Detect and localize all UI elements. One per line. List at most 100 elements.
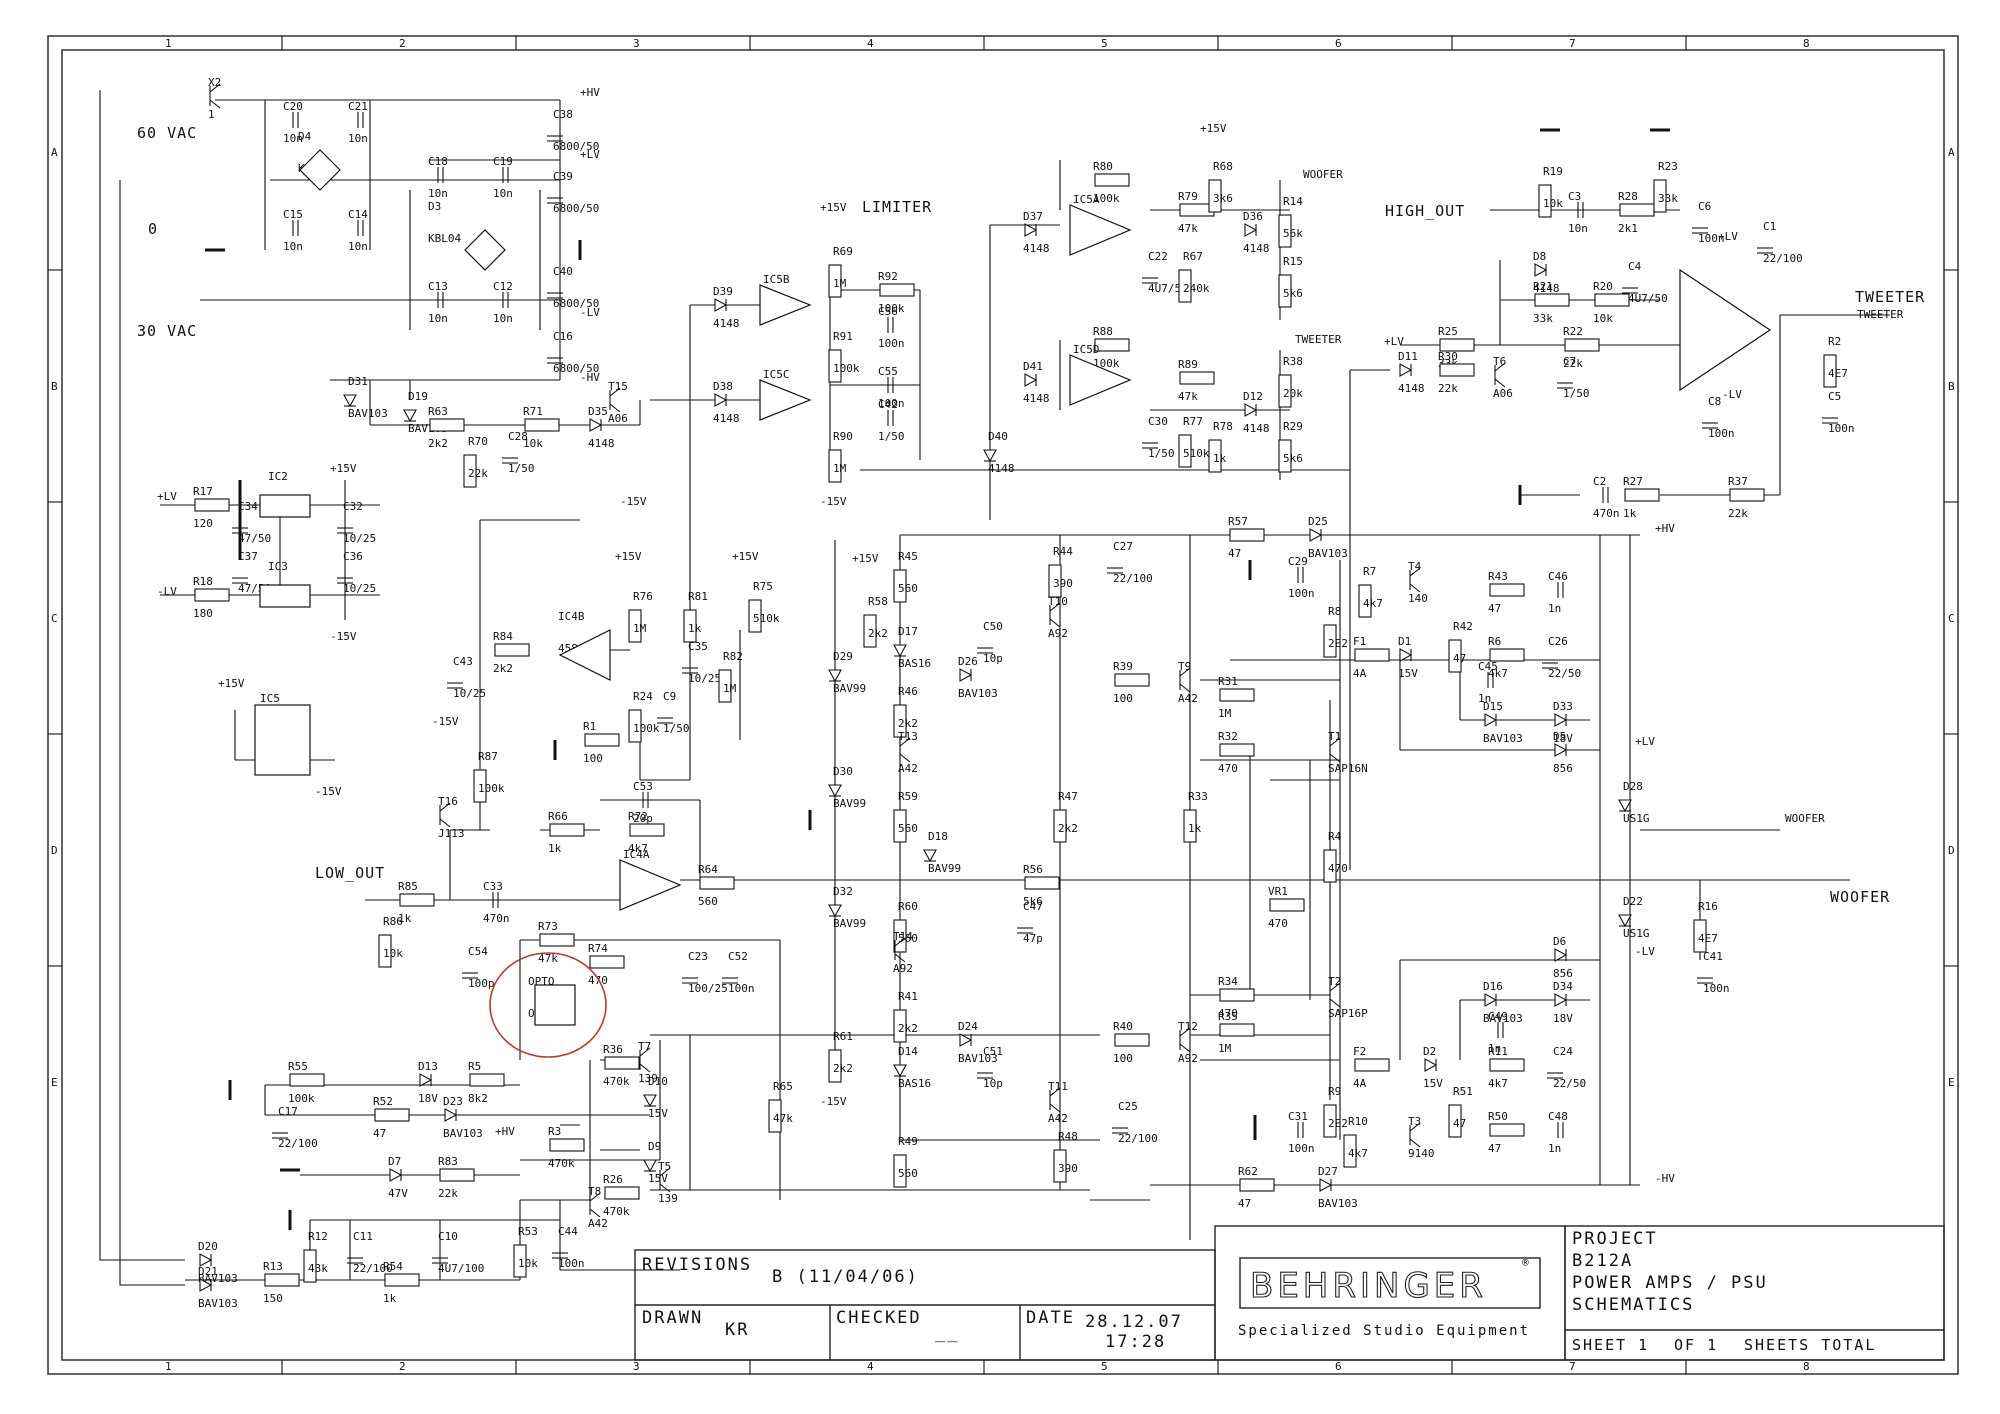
ref-c17: C17 xyxy=(278,1105,298,1118)
grid-col-8: 8 xyxy=(1803,37,1810,50)
resistor-body-r31 xyxy=(1219,688,1255,702)
value-d15: BAV103 xyxy=(1483,732,1523,745)
transistor-collector-t5 xyxy=(659,1167,671,1177)
value-r89: 47k xyxy=(1178,390,1198,403)
resistor-body-r15 xyxy=(1278,274,1292,308)
regulator-ic3 xyxy=(259,584,311,608)
ref-c4: C4 xyxy=(1628,260,1642,273)
ref-r33: R33 xyxy=(1188,790,1208,803)
value-r79: 47k xyxy=(1178,222,1198,235)
project-title-1: POWER AMPS / PSU xyxy=(1572,1273,1768,1293)
diode-body-d9 xyxy=(643,1159,657,1173)
ref-c30: C30 xyxy=(1148,415,1168,428)
value-t10: A92 xyxy=(1048,627,1068,640)
resistor-body-r29 xyxy=(1278,439,1292,473)
ref-ic5c: IC5C xyxy=(763,368,790,381)
resistor-body-r17 xyxy=(194,498,230,512)
label-low-out: LOW_OUT xyxy=(315,864,385,882)
diode-body-d31 xyxy=(343,394,357,408)
grid-col-7-bottom: 7 xyxy=(1569,1360,1576,1373)
ref-r5: R5 xyxy=(468,1060,481,1073)
value-t15: A06 xyxy=(608,412,628,425)
ref-t15: T15 xyxy=(608,380,628,393)
value-c39: 6800/50 xyxy=(553,202,599,215)
value-r19: 10k xyxy=(1543,197,1563,210)
resistor-body-r57 xyxy=(1229,528,1265,542)
ref-c38: C38 xyxy=(553,108,573,121)
resistor-body-r28 xyxy=(1619,203,1655,217)
value-d29: BAV99 xyxy=(833,682,866,695)
ref-c16: C16 xyxy=(553,330,573,343)
resistor-body-r19 xyxy=(1538,184,1552,218)
ref-d33: D33 xyxy=(1553,700,1573,713)
value-r18: 180 xyxy=(193,607,213,620)
transistor-collector-t1 xyxy=(1329,737,1341,747)
ref-d39: D39 xyxy=(713,285,733,298)
value-d39: 4148 xyxy=(713,317,740,330)
value-c42: 1/50 xyxy=(878,430,905,443)
resistor-body-r49 xyxy=(893,1154,907,1188)
value-d25: BAV103 xyxy=(1308,547,1348,560)
resistor-body-r4 xyxy=(1323,849,1337,883)
value-r5: 8k2 xyxy=(468,1092,488,1105)
ref-d12: D12 xyxy=(1243,390,1263,403)
ref-r58: R58 xyxy=(868,595,888,608)
value-c20: 10n xyxy=(283,132,303,145)
label-15v-neg-c43: -15V xyxy=(432,715,459,728)
opamp-ic5a xyxy=(1069,204,1132,256)
ref-r27: R27 xyxy=(1623,475,1643,488)
value-d41: 4148 xyxy=(1023,392,1050,405)
grid-row-e-right: E xyxy=(1948,1076,1955,1089)
ref-c7: C7 xyxy=(1563,355,1576,368)
ref-r38: R38 xyxy=(1283,355,1303,368)
diode-body-d11 xyxy=(1399,363,1413,377)
ref-c28: C28 xyxy=(508,430,528,443)
brand-frame xyxy=(1239,1257,1541,1309)
ref-c3: C3 xyxy=(1568,190,1581,203)
value-r70: 22k xyxy=(468,467,488,480)
resistor-body-r26 xyxy=(604,1186,640,1200)
resistor-body-r51 xyxy=(1448,1104,1462,1138)
brand-registered-mark: ® xyxy=(1522,1256,1529,1269)
opamp-ic4b xyxy=(558,629,611,681)
value-c51: 10p xyxy=(983,1077,1003,1090)
ref-r45: R45 xyxy=(898,550,918,563)
value-d40: 4148 xyxy=(988,462,1015,475)
net-labels: 60 VAC 0 30 VAC LIMITER HIGH_OUT LOW_OUT… xyxy=(137,86,1924,1185)
value-r21: 33k xyxy=(1533,312,1553,325)
project-title-2: SCHEMATICS xyxy=(1572,1295,1694,1315)
ref-c37: C37 xyxy=(238,550,258,563)
value-r46: 2k2 xyxy=(898,717,918,730)
value-r27: 1k xyxy=(1623,507,1637,520)
component-r27: R27 1k xyxy=(1623,475,1660,520)
value-r62: 47 xyxy=(1238,1197,1251,1210)
ref-c46: C46 xyxy=(1548,570,1568,583)
ref-r7: R7 xyxy=(1363,565,1376,578)
ref-t2: T2 xyxy=(1328,975,1341,988)
ref-c23: C23 xyxy=(688,950,708,963)
value-c10: 4U7/100 xyxy=(438,1262,484,1275)
